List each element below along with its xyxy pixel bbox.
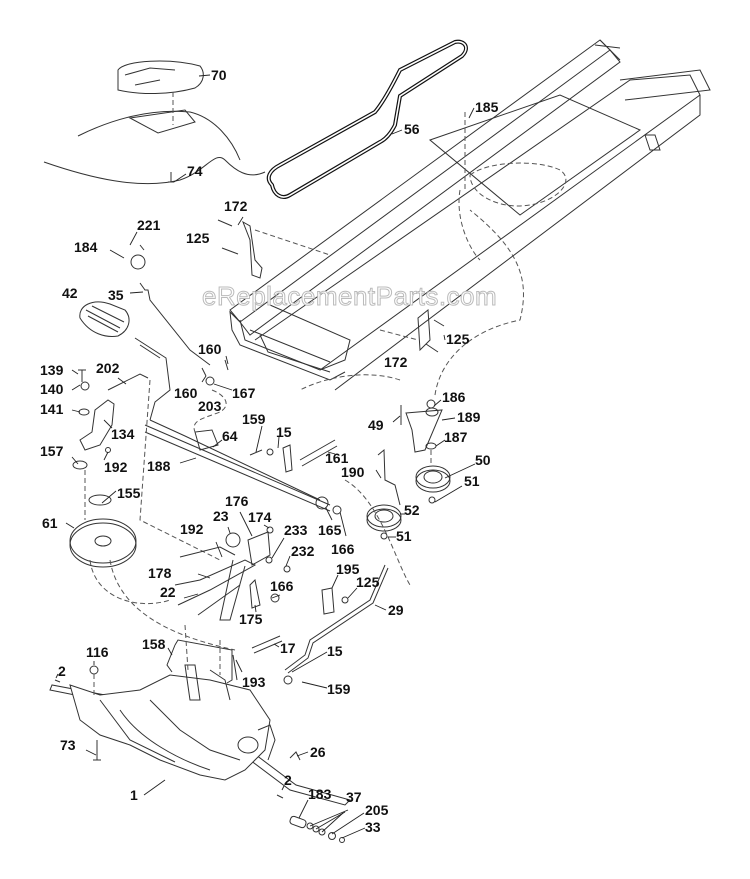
- label-15-upper: 15: [276, 424, 292, 440]
- label-178: 178: [148, 565, 172, 581]
- label-187: 187: [444, 429, 468, 445]
- label-50: 50: [475, 452, 491, 468]
- label-2-upper: 2: [58, 663, 66, 679]
- label-49: 49: [368, 417, 384, 433]
- label-125-lower: 125: [446, 331, 470, 347]
- drive-belt: [266, 39, 468, 199]
- label-42: 42: [62, 285, 78, 301]
- label-175: 175: [239, 611, 263, 627]
- label-26: 26: [310, 744, 326, 760]
- label-74: 74: [187, 163, 203, 179]
- label-17: 17: [280, 640, 296, 656]
- label-166-upper: 166: [331, 541, 355, 557]
- label-203: 203: [198, 398, 222, 414]
- bracket-15: [282, 444, 293, 473]
- label-159-upper: 159: [242, 411, 266, 427]
- label-172-lower: 172: [384, 354, 408, 370]
- label-172-upper: 172: [224, 198, 248, 214]
- label-174: 174: [248, 509, 272, 525]
- label-22: 22: [160, 584, 176, 600]
- label-29: 29: [388, 602, 404, 618]
- label-184: 184: [74, 239, 98, 255]
- label-160-upper: 160: [198, 341, 222, 357]
- label-37: 37: [346, 789, 362, 805]
- bolt-159: [249, 448, 274, 456]
- label-157: 157: [40, 443, 64, 459]
- label-192-lower: 192: [180, 521, 204, 537]
- label-205: 205: [365, 802, 389, 818]
- spring-161: [299, 439, 338, 467]
- watermark: eReplacementParts.com: [202, 281, 497, 311]
- brake-pedal: [79, 301, 321, 501]
- label-52: 52: [404, 502, 420, 518]
- shift-rod-178: [174, 559, 257, 621]
- label-15-lower: 15: [327, 643, 343, 659]
- label-193: 193: [242, 674, 266, 690]
- label-70: 70: [211, 67, 227, 83]
- bracket-134: [72, 369, 149, 470]
- axle-rod: [144, 424, 342, 515]
- lever-bracket-176: [179, 526, 291, 609]
- label-1: 1: [130, 787, 138, 803]
- label-159-lower: 159: [327, 681, 351, 697]
- label-23: 23: [213, 508, 229, 524]
- label-139: 139: [40, 362, 64, 378]
- label-221: 221: [137, 217, 161, 233]
- label-190: 190: [341, 464, 365, 480]
- label-233: 233: [284, 522, 308, 538]
- pulley-50: [415, 450, 451, 504]
- bracket-195: [321, 587, 349, 615]
- label-167: 167: [232, 385, 256, 401]
- label-140: 140: [40, 381, 64, 397]
- mount-bracket-lower: [379, 309, 445, 353]
- spring-17: [251, 635, 283, 654]
- label-158: 158: [142, 636, 166, 652]
- label-192-upper: 192: [104, 459, 128, 475]
- label-116: 116: [86, 644, 109, 660]
- belt-path: [344, 479, 411, 586]
- label-51-lower: 51: [396, 528, 412, 544]
- label-125-center: 125: [356, 574, 380, 590]
- label-61: 61: [42, 515, 58, 531]
- label-195: 195: [336, 561, 360, 577]
- label-155: 155: [117, 485, 141, 501]
- label-232: 232: [291, 543, 315, 559]
- hardware-small: [54, 665, 345, 843]
- fender-assembly: [43, 60, 266, 185]
- label-165: 165: [318, 522, 342, 538]
- transaxle: [49, 624, 351, 806]
- label-134: 134: [111, 426, 135, 442]
- mount-bracket-upper: [217, 219, 331, 279]
- label-125-upper: 125: [186, 230, 210, 246]
- control-rod-29: [283, 564, 389, 685]
- linkage-pins: [193, 359, 229, 433]
- label-64: 64: [222, 428, 238, 444]
- parking-rod: [130, 244, 211, 366]
- label-35: 35: [108, 287, 124, 303]
- label-186: 186: [442, 389, 466, 405]
- label-185: 185: [475, 99, 499, 115]
- label-51-upper: 51: [464, 473, 480, 489]
- label-160-lower: 160: [174, 385, 198, 401]
- idler-arm: [299, 209, 524, 453]
- label-73: 73: [60, 737, 76, 753]
- label-202: 202: [96, 360, 120, 376]
- label-161: 161: [325, 450, 349, 466]
- label-189: 189: [457, 409, 481, 425]
- rod-158: [166, 639, 238, 684]
- chassis-frame: [229, 39, 711, 391]
- pulley-52: [366, 448, 402, 540]
- label-188: 188: [147, 458, 171, 474]
- label-166-lower: 166: [270, 578, 294, 594]
- label-33: 33: [365, 819, 381, 835]
- label-176: 176: [225, 493, 249, 509]
- label-2-lower: 2: [284, 772, 292, 788]
- label-56: 56: [404, 121, 420, 137]
- callout-labels: 70 74 56 185 172 125 221 184 35 42 125 1…: [40, 67, 499, 839]
- label-183: 183: [308, 786, 332, 802]
- pulley-61: [69, 379, 236, 651]
- label-141: 141: [40, 401, 64, 417]
